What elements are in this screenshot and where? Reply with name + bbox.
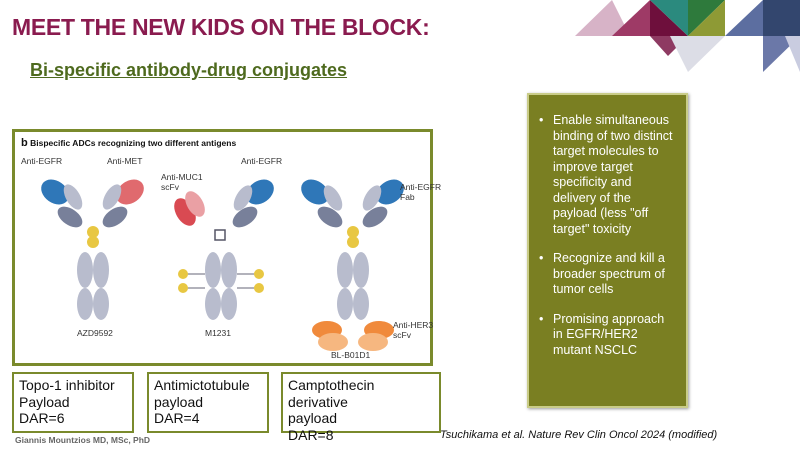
label-a3-bottom: Anti-HER3 scFv xyxy=(393,320,434,340)
label-a2-left: Anti-MUC1 scFv xyxy=(161,172,203,192)
label-a2-name: M1231 xyxy=(205,328,231,338)
payload-box-azd9592: Topo-1 inhibitor Payload DAR=6 xyxy=(12,372,134,433)
antibody-diagrams xyxy=(41,179,404,351)
label-a1-left: Anti-EGFR xyxy=(21,156,63,166)
bullet-item: Recognize and kill a broader spectrum of… xyxy=(537,251,674,298)
dar-value: DAR=4 xyxy=(154,410,200,426)
label-a3-name: BL-B01D1 xyxy=(331,350,371,360)
payload-type: Camptothecin derivative xyxy=(288,377,375,410)
antibody-figure: b Bispecific ADCs recognizing two differ… xyxy=(12,129,441,366)
citation: Tsuchikama et al. Nature Rev Clin Oncol … xyxy=(440,429,718,441)
slide-subtitle: Bi-specific antibody-drug conjugates xyxy=(30,60,348,80)
bullet-item: Enable simultaneous binding of two disti… xyxy=(537,113,674,237)
bullet-item: Promising approach in EGFR/HER2 mutant N… xyxy=(537,312,674,359)
label-a3-right: Anti-EGFR Fab xyxy=(400,182,442,202)
author-credit: Giannis Mountzios MD, MSc, PhD xyxy=(15,435,151,445)
label-a2-right: Anti-EGFR xyxy=(241,156,283,166)
antibody-m1231 xyxy=(174,179,274,320)
antibody-bl-b01d1 xyxy=(301,179,404,351)
slide-title: MEET THE NEW KIDS ON THE BLOCK: xyxy=(12,14,430,40)
payload-type: Topo-1 inhibitor xyxy=(19,377,115,393)
dar-value: DAR=8 xyxy=(288,426,334,443)
dar-value: DAR=6 xyxy=(19,410,65,426)
payload-label: payload xyxy=(288,410,338,426)
payload-box-m1231: Antimictotubule payload DAR=4 xyxy=(147,372,269,433)
payload-type: Antimictotubule xyxy=(154,377,250,393)
label-a1-right: Anti-MET xyxy=(107,156,143,166)
decorative-triangles xyxy=(575,0,800,72)
figure-heading: b Bispecific ADCs recognizing two differ… xyxy=(21,137,237,149)
label-a1-name: AZD9592 xyxy=(77,328,113,338)
payload-label: Payload xyxy=(19,393,70,410)
payload-label: payload xyxy=(154,393,204,410)
benefits-panel: Enable simultaneous binding of two disti… xyxy=(527,93,688,408)
antibody-azd9592 xyxy=(41,179,144,320)
payload-box-bl-b01d1: Camptothecin derivative payload DAR=8 xyxy=(281,372,441,443)
